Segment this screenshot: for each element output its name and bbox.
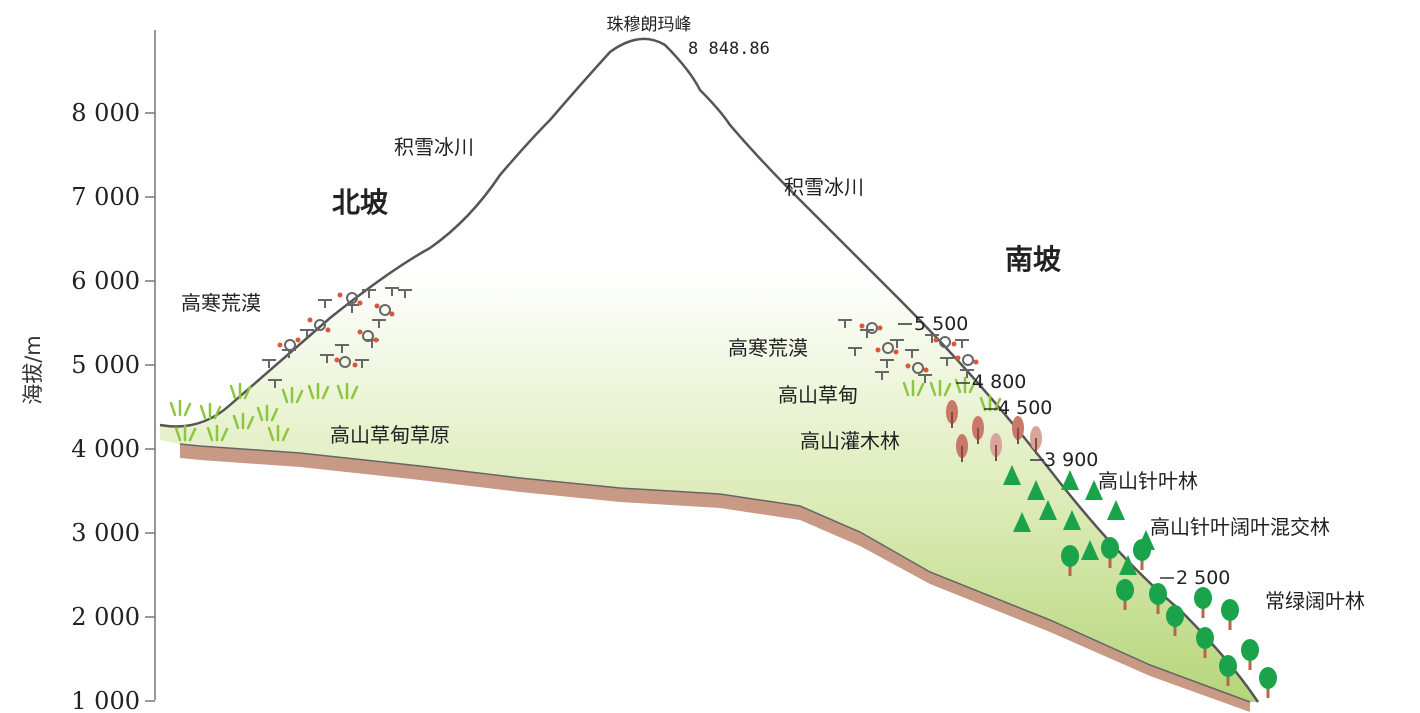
boundary-label-4800: 4 800 (972, 371, 1026, 393)
north-desert-symbols (262, 287, 412, 388)
south-desert-symbols (838, 319, 974, 383)
boundary-label-5500: 5 500 (914, 313, 968, 335)
boundary-label-2500: 2 500 (1176, 567, 1230, 589)
south-desert-label: 高寒荒漠 (728, 336, 808, 360)
mountain-body (160, 38, 1258, 702)
y-tick-label: 1 000 (71, 687, 140, 713)
north-slope-label: 北坡 (332, 186, 388, 219)
south-broadleaf-trees (1061, 537, 1277, 698)
mountain-base-line (179, 443, 1251, 703)
y-axis-ticks: 8 000 7 000 6 000 5 000 4 000 3 000 2 000 1 000 (71, 99, 155, 713)
peak-name: 珠穆朗玛峰 (607, 15, 692, 35)
peak-elevation: 8 848.86 (688, 39, 770, 59)
south-boundary-markers (898, 323, 1174, 579)
north-grass (169, 382, 359, 442)
y-axis: 8 000 7 000 6 000 5 000 4 000 3 000 2 000 1 000… (21, 30, 156, 713)
south-shrubs (946, 400, 1042, 462)
y-tick-label: 7 000 (71, 183, 140, 211)
south-slope-label: 南坡 (1005, 243, 1061, 276)
south-conifer-label: 高山针叶林 (1098, 469, 1198, 493)
south-glacier-label: 积雪冰川 (784, 175, 864, 199)
north-glacier-label: 积雪冰川 (394, 135, 474, 159)
south-broadleaf-label: 常绿阔叶林 (1265, 589, 1365, 613)
north-meadow-steppe-label: 高山草甸草原 (330, 423, 450, 447)
boundary-label-4500: 4 500 (998, 397, 1052, 419)
y-tick-label: 2 000 (71, 603, 140, 631)
soil-layer (180, 444, 1250, 712)
y-tick-label: 8 000 (71, 99, 140, 127)
y-tick-label: 5 000 (71, 351, 140, 379)
south-shrub-label: 高山灌木林 (800, 429, 900, 453)
north-desert-dots (277, 292, 395, 368)
south-desert-dots (859, 323, 979, 373)
south-mixed-forest-label: 高山针叶阔叶混交林 (1150, 515, 1330, 539)
south-meadow-label: 高山草甸 (778, 383, 858, 407)
boundary-label-3900: 3 900 (1044, 449, 1098, 471)
y-tick-label: 4 000 (71, 435, 140, 463)
north-desert-label: 高寒荒漠 (181, 291, 261, 315)
y-tick-label: 3 000 (71, 519, 140, 547)
y-axis-label: 海拔/m (21, 335, 45, 405)
south-meadow-grass (902, 376, 1002, 412)
y-tick-label: 6 000 (71, 267, 140, 295)
